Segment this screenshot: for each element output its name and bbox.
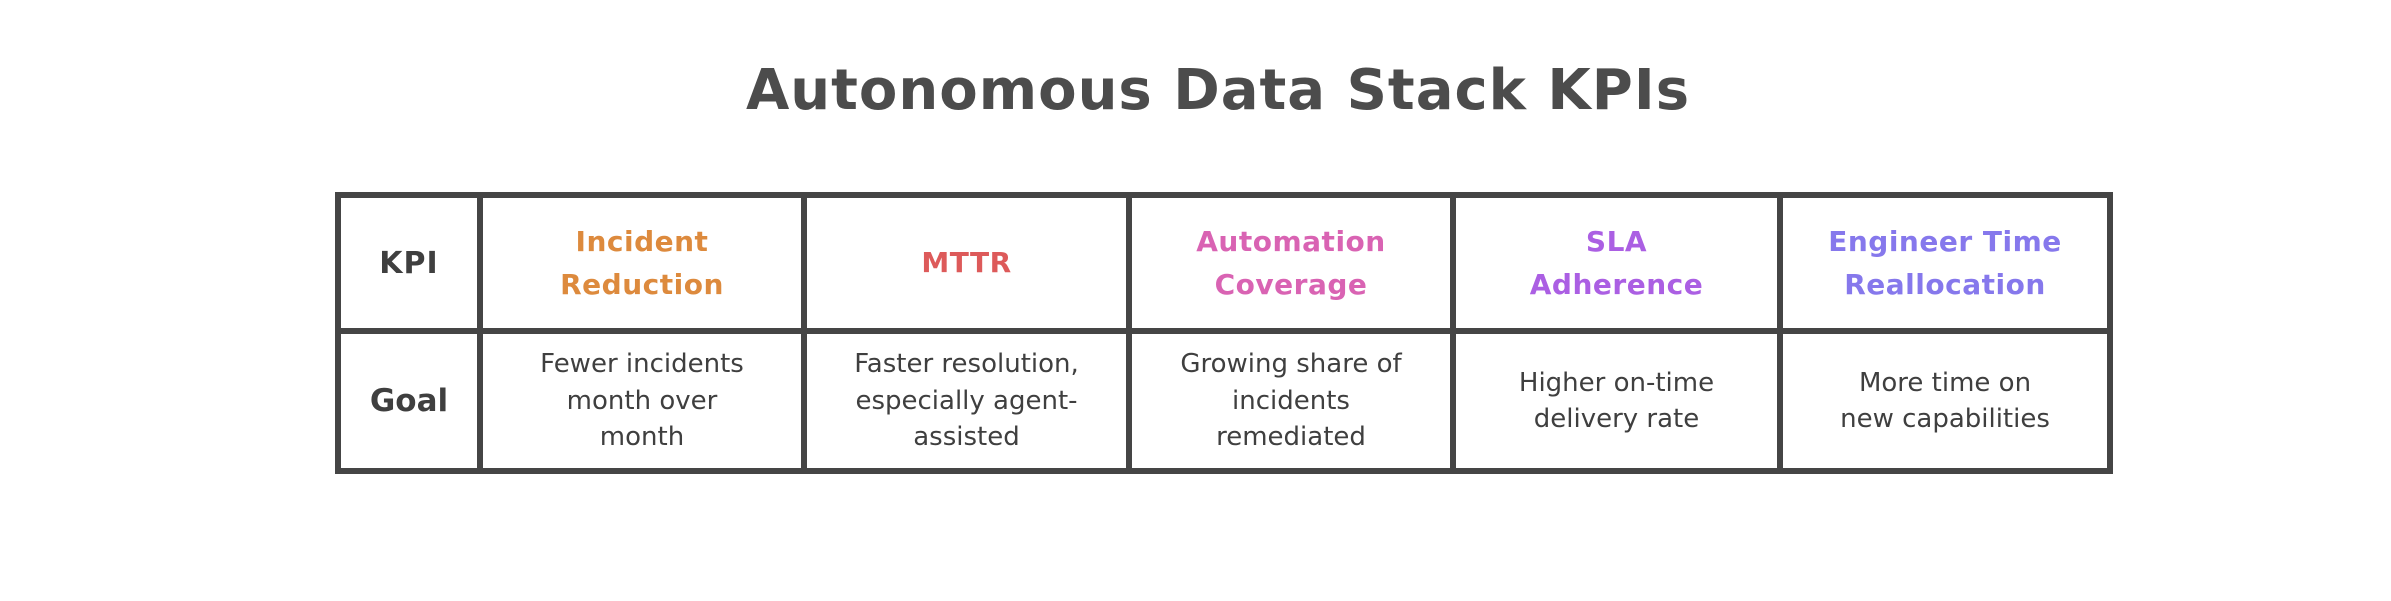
goal-cell-mttr: Faster resolution, especially agent- ass… xyxy=(801,328,1132,474)
kpi-header-incident-reduction: Incident Reduction xyxy=(477,192,807,334)
kpi-header-sla-adherence: SLA Adherence xyxy=(1450,192,1783,334)
kpi-header-mttr: MTTR xyxy=(801,192,1132,334)
kpi-table: KPI Incident Reduction MTTR Automation C… xyxy=(335,192,2113,474)
kpi-header-engineer-time-reallocation: Engineer Time Reallocation xyxy=(1777,192,2113,334)
kpi-row-label-cell: KPI xyxy=(335,192,483,334)
goal-row: Goal Fewer incidents month over month Fa… xyxy=(335,328,2113,474)
kpi-header-row: KPI Incident Reduction MTTR Automation C… xyxy=(335,192,2113,334)
goal-cell-sla-adherence: Higher on-time delivery rate xyxy=(1450,328,1783,474)
kpi-header-automation-coverage: Automation Coverage xyxy=(1126,192,1456,334)
goal-cell-engineer-time-reallocation: More time on new capabilities xyxy=(1777,328,2113,474)
goal-cell-incident-reduction: Fewer incidents month over month xyxy=(477,328,807,474)
goal-row-label-cell: Goal xyxy=(335,328,483,474)
goal-cell-automation-coverage: Growing share of incidents remediated xyxy=(1126,328,1456,474)
page-title: Autonomous Data Stack KPIs xyxy=(745,58,1691,123)
